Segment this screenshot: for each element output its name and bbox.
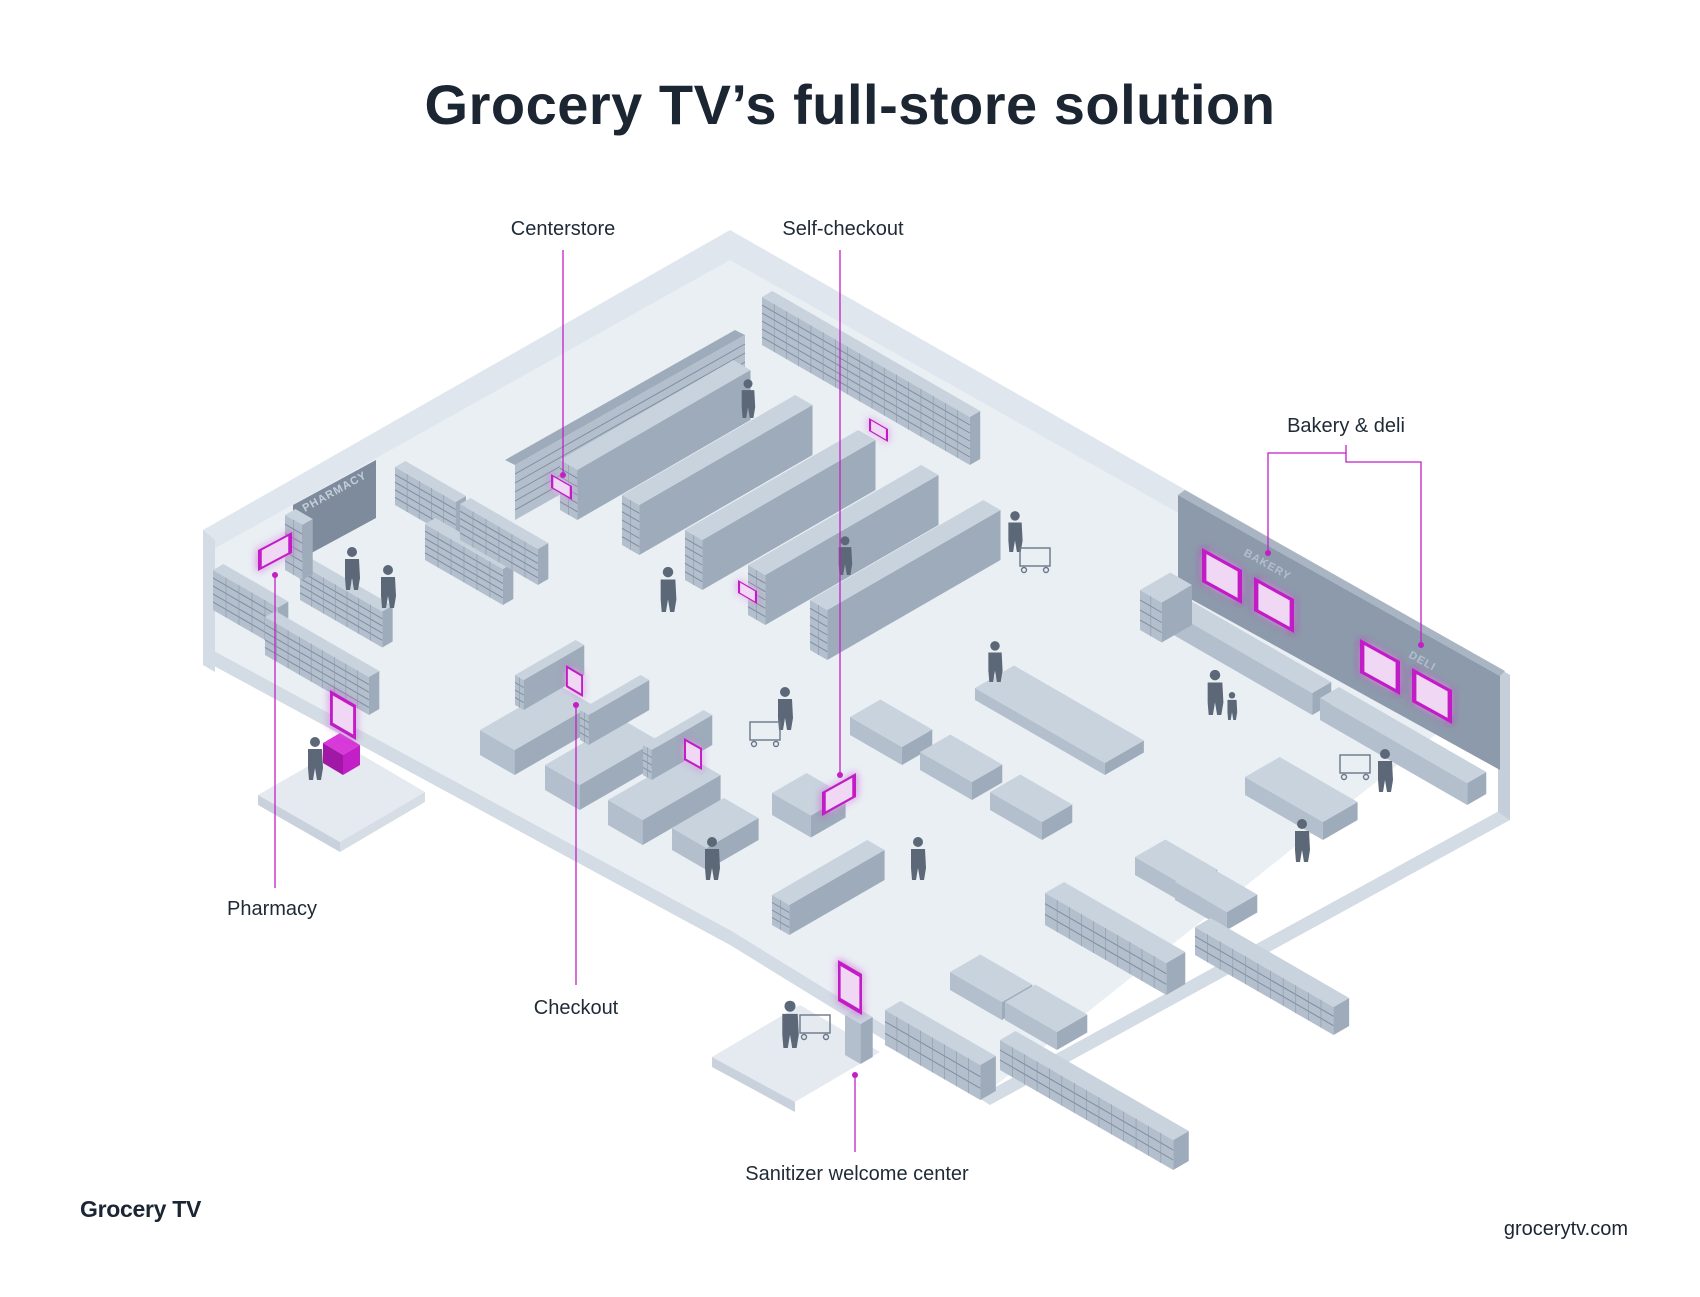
sanitizer-pedestal bbox=[845, 1008, 873, 1064]
pharmacy-kiosk-screen bbox=[330, 690, 356, 740]
produce-case-long bbox=[1044, 882, 1186, 995]
sanitizer-screen bbox=[838, 960, 862, 1015]
bakery-screen-2 bbox=[1254, 577, 1294, 633]
shopper-back-aisle bbox=[741, 379, 756, 418]
callout-sanitizer: Sanitizer welcome center bbox=[745, 1163, 969, 1185]
brand-logo: Grocery TV bbox=[80, 1196, 201, 1222]
website-url: grocerytv.com bbox=[1503, 1218, 1628, 1240]
shopping-cart-4 bbox=[799, 1014, 831, 1041]
produce-front-wall bbox=[884, 1001, 996, 1100]
shopper-produce bbox=[911, 837, 926, 880]
produce-bin-2 bbox=[920, 734, 1003, 800]
pharmacy-shelf-2 bbox=[264, 611, 380, 715]
shopper-pharmacy-counter bbox=[345, 547, 360, 590]
produce-bin-7 bbox=[1005, 984, 1088, 1050]
back-wall-shelving bbox=[761, 291, 981, 465]
deli-screen-2 bbox=[1412, 668, 1452, 724]
centerstore-aisle-5 bbox=[809, 500, 1001, 660]
aisle-endcap-screen bbox=[738, 580, 757, 604]
produce-side-wall bbox=[1194, 918, 1350, 1035]
callout-pharmacy: Pharmacy bbox=[226, 898, 318, 920]
produce-bin-1 bbox=[850, 699, 933, 765]
callout-centerstore: Centerstore bbox=[510, 218, 616, 240]
deli-island bbox=[975, 665, 1144, 775]
self-checkout-row bbox=[771, 840, 885, 935]
checkout-lane-3 bbox=[608, 755, 721, 845]
shopper-deli-island bbox=[988, 641, 1003, 682]
checkout-screen-1 bbox=[566, 665, 583, 697]
pharmacy-kiosk bbox=[323, 733, 360, 775]
bakery-display bbox=[1139, 572, 1192, 643]
deli-screen-1 bbox=[1360, 639, 1400, 695]
produce-bin-3 bbox=[990, 774, 1073, 840]
callout-checkout: Checkout bbox=[533, 997, 619, 1019]
centerstore-aisle-3 bbox=[684, 430, 876, 590]
back-aisle-screen bbox=[869, 418, 888, 442]
checkout-rack-2 bbox=[579, 675, 650, 745]
checkout-lane-1 bbox=[480, 685, 593, 775]
shopping-cart-2 bbox=[1019, 547, 1051, 574]
page-title: Grocery TV’s full-store solution bbox=[424, 73, 1276, 136]
checkout-rack-1 bbox=[514, 640, 585, 710]
centerstore-aisle-2 bbox=[621, 395, 813, 555]
checkout-rack-3 bbox=[642, 710, 713, 780]
checkout-screen-2 bbox=[684, 738, 702, 770]
floor-side-face bbox=[203, 645, 1510, 1105]
shopper-centerstore bbox=[660, 566, 677, 612]
pharmacy-sign-panel bbox=[293, 460, 376, 563]
digital-screens bbox=[258, 418, 1452, 1015]
pharmacy-entrance-platform bbox=[258, 745, 425, 842]
shopper-cart-checkout bbox=[778, 687, 793, 730]
shopping-cart-1 bbox=[749, 721, 781, 748]
shopper-back-cart bbox=[1008, 511, 1023, 552]
shopper-pharmacy-aisle bbox=[381, 565, 396, 608]
produce-bin-5 bbox=[1175, 864, 1258, 930]
centerstore-screen bbox=[551, 474, 572, 500]
checkout-lane-2 bbox=[545, 720, 658, 810]
callout-self-checkout: Self-checkout bbox=[782, 218, 904, 240]
self-checkout-screen bbox=[822, 773, 856, 816]
shopper-deli-cart bbox=[1378, 749, 1393, 792]
back-wall-left bbox=[203, 230, 730, 555]
bakery-deli-leader bbox=[1267, 452, 1422, 645]
shopper-middle-aisle bbox=[838, 536, 853, 575]
adult-bakery bbox=[1207, 669, 1224, 715]
shopper-self-checkout bbox=[705, 837, 720, 880]
produce-front-wall-2 bbox=[999, 1031, 1189, 1170]
shoppers bbox=[308, 379, 1393, 1048]
pharmacy-shelf-6 bbox=[459, 498, 549, 585]
callout-dots bbox=[272, 472, 1424, 1078]
bakery-screen-1 bbox=[1202, 548, 1242, 604]
shopper-entrance-cart bbox=[782, 1000, 799, 1048]
callout-leaders bbox=[274, 250, 1422, 1152]
child-bakery bbox=[1227, 692, 1238, 720]
main-entrance-platform bbox=[712, 1005, 880, 1102]
left-wall bbox=[203, 530, 215, 672]
shopper-bakery-bins bbox=[1295, 819, 1310, 862]
callout-bakery-deli: Bakery & deli bbox=[1287, 415, 1405, 437]
self-checkout-station-1 bbox=[672, 798, 759, 870]
store-fixtures bbox=[212, 291, 1487, 1170]
deli-counter bbox=[1320, 687, 1487, 805]
shopper-pharmacy-entrance bbox=[308, 737, 323, 780]
shopping-cart-3 bbox=[1339, 754, 1371, 781]
pharmacy-screen bbox=[258, 532, 292, 571]
right-end-wall bbox=[1498, 668, 1510, 820]
